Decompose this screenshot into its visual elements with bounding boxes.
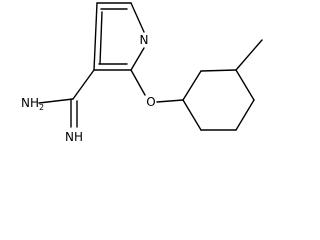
bond-cy2-cy3 xyxy=(200,69,237,72)
ether-oxygen-label: O xyxy=(146,95,155,109)
ring-nitrogen-label: N xyxy=(140,33,149,47)
bond-cy1-cy2 xyxy=(182,70,202,101)
ether-linkage xyxy=(130,69,184,103)
imine-label: NH xyxy=(65,130,83,144)
bond-cy3-methyl xyxy=(235,39,263,71)
structure-canvas: N O NH2 NH xyxy=(21,2,263,144)
bond-c3-c4-inner xyxy=(99,11,103,65)
cyclohexane-ring xyxy=(182,39,263,131)
bond-cy4-cy5 xyxy=(235,99,255,131)
bond-n1-c2 xyxy=(130,47,145,71)
bond-c5-c6 xyxy=(130,2,145,33)
atom-labels: N O NH2 NH xyxy=(21,33,156,144)
bond-c3-c4 xyxy=(93,2,98,71)
bond-oxygen-cyclohexyl xyxy=(156,99,184,103)
amine-label-main: NH xyxy=(21,96,39,110)
bond-c3-amidine-carbon xyxy=(72,69,95,100)
amidine-group xyxy=(38,69,95,128)
bond-amidine-carbon-nh2 xyxy=(38,98,74,104)
amine-label-subscript: 2 xyxy=(39,103,44,112)
bond-c2-oxygen xyxy=(130,69,146,96)
bond-cy6-cy1 xyxy=(182,99,202,131)
molecule-drawing: N O NH2 NH xyxy=(21,2,263,144)
pyridine-ring xyxy=(93,2,145,71)
amine-label: NH2 xyxy=(21,96,44,112)
bond-cy3-cy4 xyxy=(235,69,255,101)
